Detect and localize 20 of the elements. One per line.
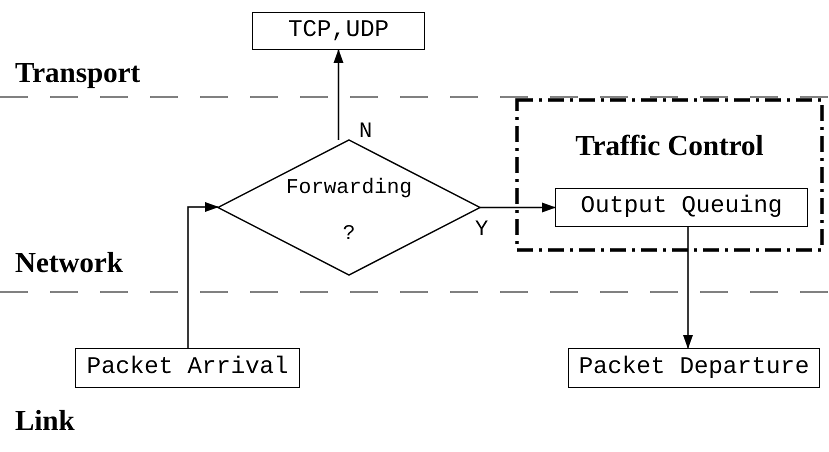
node-text: Packet Departure [578, 354, 810, 382]
process-box [568, 348, 820, 388]
node-text: Output Queuing [580, 194, 782, 221]
node-text: Forwarding [286, 177, 412, 200]
node-text: ? [342, 222, 356, 246]
group-box [517, 100, 822, 250]
group-title: Traffic Control [575, 130, 764, 163]
arrow [480, 202, 556, 212]
process-box [75, 348, 300, 388]
node-text: Packet Arrival [86, 354, 288, 382]
layer-label: Network [15, 247, 123, 280]
arrow [187, 202, 219, 348]
layer-label: Link [15, 405, 75, 438]
process-box [252, 12, 425, 50]
arrow [334, 49, 344, 140]
arrow [683, 227, 693, 349]
edge-label: N [358, 120, 374, 144]
process-box [555, 188, 808, 227]
node-text: TCP,UDP [288, 18, 389, 44]
layer-label: Transport [15, 57, 140, 90]
